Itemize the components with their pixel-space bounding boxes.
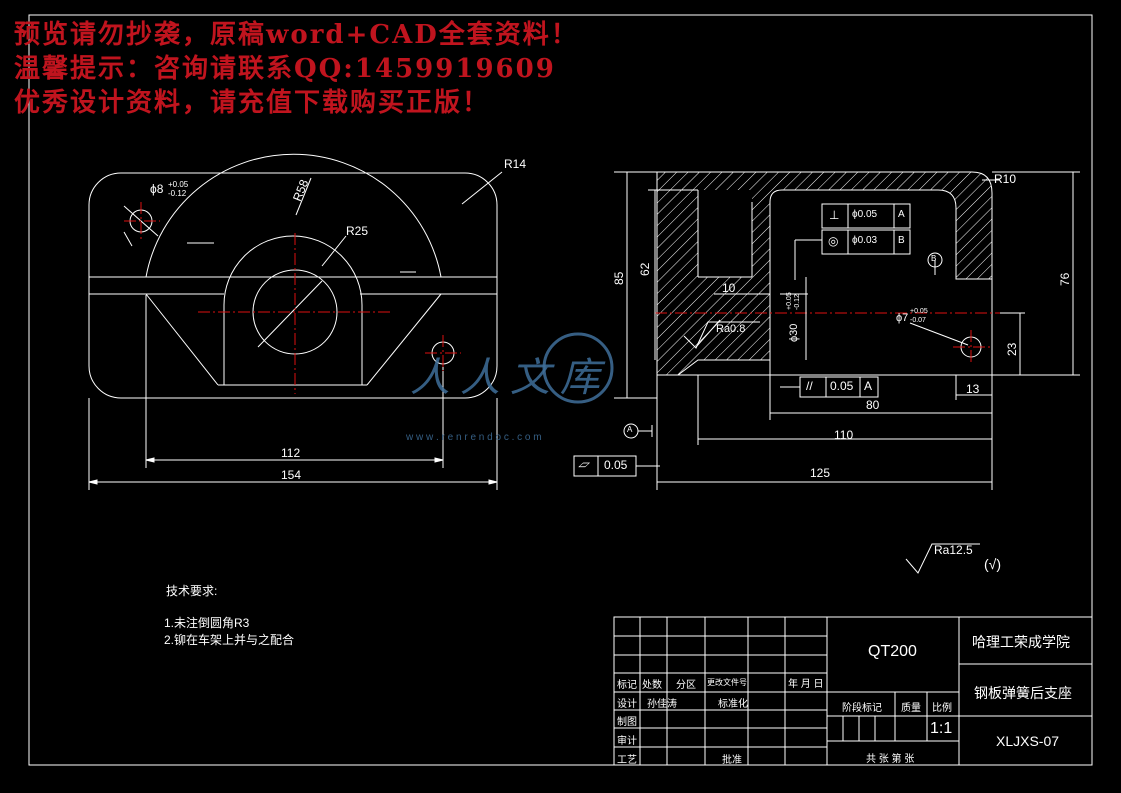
roughness-ra08: Ra0.8 bbox=[716, 323, 746, 335]
tb-scale: 1:1 bbox=[930, 720, 953, 737]
tb-check: 审计 bbox=[617, 736, 637, 747]
dim-hole: ϕ8 bbox=[150, 182, 164, 196]
datum-b: B bbox=[931, 254, 937, 263]
left-centerlines bbox=[124, 202, 461, 394]
site-logo-url: w w w . r e n r e n d o c . c o m bbox=[406, 432, 542, 443]
dim-80: 80 bbox=[866, 398, 880, 412]
tb-school: 哈理工荣成学院 bbox=[972, 634, 1070, 650]
dim-10: 10 bbox=[722, 281, 736, 295]
datum-a: A bbox=[627, 425, 633, 434]
dim-13: 13 bbox=[966, 382, 980, 396]
tol-phi7-upper: +0.05 bbox=[910, 308, 928, 315]
dim-23: 23 bbox=[1005, 342, 1019, 356]
frame-coax-value: ϕ0.03 bbox=[852, 235, 878, 246]
dim-112: 112 bbox=[281, 446, 301, 460]
frame-par-datum: A bbox=[864, 379, 873, 393]
frame-par-value: 0.05 bbox=[830, 379, 854, 393]
tb-docno: 更改文件号 bbox=[707, 678, 747, 687]
general-roughness: Ra12.5 bbox=[934, 543, 973, 557]
tb-count: 处数 bbox=[642, 680, 662, 691]
general-roughness-note: (√) bbox=[984, 556, 1002, 572]
dim-r14: R14 bbox=[504, 157, 527, 171]
tb-mark: 标记 bbox=[617, 680, 637, 691]
dim-76: 76 bbox=[1058, 272, 1072, 286]
dim-85: 85 bbox=[612, 271, 626, 285]
dim-r25: R25 bbox=[346, 224, 369, 238]
dim-62: 62 bbox=[638, 262, 652, 276]
tol-phi30-lower: -0.12 bbox=[794, 294, 801, 310]
tb-date: 年 月 日 bbox=[788, 679, 824, 690]
dim-110: 110 bbox=[834, 428, 854, 442]
tb-draw: 制图 bbox=[617, 717, 637, 728]
arc-r58 bbox=[145, 153, 442, 278]
tb-scale-label: 比例 bbox=[932, 703, 952, 714]
frame-perp-value: ϕ0.05 bbox=[852, 209, 878, 220]
frame-coax-symbol: ◎ bbox=[828, 234, 839, 248]
tb-material: QT200 bbox=[868, 643, 917, 660]
frame-flat-value: 0.05 bbox=[604, 458, 628, 472]
requirements-item-2: 2.铆在车架上并与之配合 bbox=[164, 633, 295, 647]
watermark-line-2: 温馨提示：咨询请联系QQ:1459919609 bbox=[14, 54, 556, 84]
tb-process: 工艺 bbox=[617, 755, 637, 766]
tb-drawing-no: XLJXS-07 bbox=[996, 733, 1060, 749]
frame-par-symbol: // bbox=[806, 379, 813, 393]
requirements-title: 技术要求: bbox=[166, 584, 218, 598]
watermark-line-1: 预览请勿抄袭，原稿word+CAD全套资料！ bbox=[14, 20, 579, 50]
dim-phi7: ϕ7 bbox=[896, 312, 909, 324]
right-view-section bbox=[656, 171, 993, 376]
feature-frames bbox=[573, 203, 943, 477]
tb-approve: 批准 bbox=[722, 755, 742, 766]
tb-zone: 分区 bbox=[676, 680, 696, 691]
left-outline bbox=[88, 172, 498, 399]
tb-sheets: 共 张 第 张 bbox=[866, 754, 915, 765]
tol-phi7-lower: -0.07 bbox=[910, 317, 926, 324]
boss-outline bbox=[223, 235, 363, 386]
dim-125: 125 bbox=[810, 466, 831, 480]
frame-perp-symbol: ⊥ bbox=[829, 208, 840, 222]
tb-designer: 孙佳涛 bbox=[647, 699, 677, 710]
tb-design: 设计 bbox=[617, 699, 637, 710]
watermark-line-3: 优秀设计资料，请充值下载购买正版！ bbox=[14, 88, 491, 118]
tb-stage: 阶段标记 bbox=[842, 703, 882, 714]
tb-part-name: 钢板弹簧后支座 bbox=[974, 685, 1072, 701]
title-block-grid bbox=[613, 616, 1093, 766]
drawing-border bbox=[28, 14, 1093, 766]
dim-r10: R10 bbox=[994, 172, 1017, 186]
tol-hole-upper: +0.05 bbox=[168, 180, 189, 189]
section-hatch bbox=[657, 172, 992, 375]
tb-mass: 质量 bbox=[901, 703, 921, 714]
site-logo-text: 人人文库 bbox=[410, 355, 610, 401]
tol-phi30-upper: +0.05 bbox=[786, 292, 793, 310]
tol-hole-lower: -0.12 bbox=[168, 189, 187, 198]
tb-std: 标准化 bbox=[718, 699, 748, 710]
right-centerlines bbox=[655, 312, 1005, 364]
requirements-item-1: 1.未注倒圆角R3 bbox=[164, 616, 250, 630]
dim-154: 154 bbox=[281, 468, 302, 482]
dim-phi30: ϕ30 bbox=[788, 323, 800, 342]
site-logo-mark bbox=[542, 332, 614, 404]
frame-coax-datum: B bbox=[898, 235, 905, 246]
frame-perp-datum: A bbox=[898, 209, 905, 220]
